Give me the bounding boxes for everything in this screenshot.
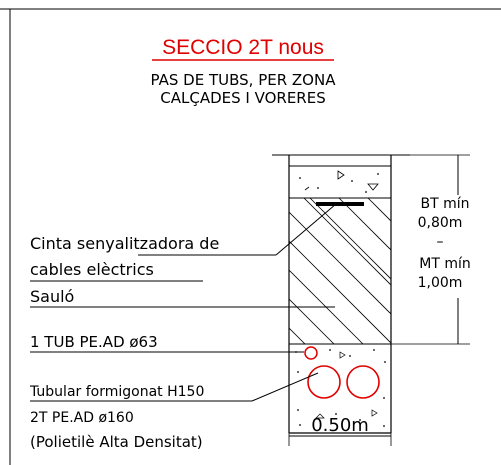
- bt-value: 0,80m: [418, 215, 463, 231]
- small-tube-label: 1 TUB PE.AD ø63: [30, 333, 158, 351]
- polyethylene-label: (Polietilè Alta Densitat): [30, 433, 203, 451]
- subtitle-line-1: PAS DE TUBS, PER ZONA: [151, 71, 337, 89]
- sand-label: Sauló: [30, 287, 74, 306]
- tape-leader: [275, 203, 337, 256]
- bt-min-label: BT mín: [420, 196, 469, 212]
- mt-min-label: MT mín: [419, 256, 470, 272]
- tube-160-left: [307, 365, 341, 399]
- small-tube-63: [304, 346, 318, 360]
- tape-label-line-1: Cinta senyalitzadora de: [30, 234, 219, 253]
- tubes-2t-label: 2T PE.AD ø160: [30, 410, 134, 426]
- pavement-layer: [289, 165, 391, 199]
- subtitle-line-2: CALÇADES I VORERES: [160, 89, 325, 107]
- tape-label-line-2: cables elèctrics: [30, 260, 154, 279]
- concrete-leader: [251, 372, 319, 402]
- concrete-label: Tubular formigonat H150: [29, 384, 204, 400]
- section-title: SECCIO 2T nous: [162, 36, 324, 59]
- mt-value: 1,00m: [418, 275, 463, 291]
- tube-160-right: [346, 365, 380, 399]
- width-label: 0.50m: [311, 415, 369, 436]
- warning-tape: [316, 202, 364, 206]
- depth-separator: –: [437, 234, 444, 250]
